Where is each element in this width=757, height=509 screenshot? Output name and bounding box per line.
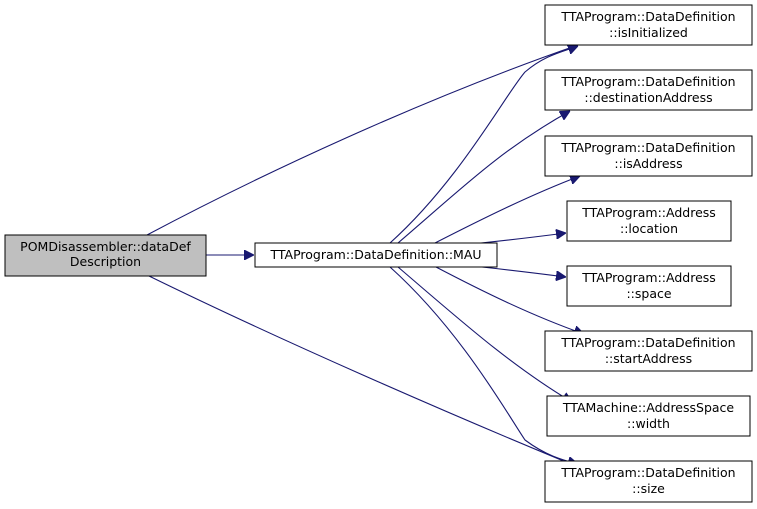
node-datadefinition-size[interactable]: TTAProgram::DataDefinition::size [544,460,753,503]
edge-mau-to-destinationaddress [397,111,570,244]
edge-mau-to-space [481,266,566,277]
node-datadefinition-mau[interactable]: TTAProgram::DataDefinition::MAU [254,242,498,268]
node-datadefinition-destinationaddress[interactable]: TTAProgram::DataDefinition::destinationA… [544,69,753,111]
edge-mau-to-size [389,266,578,464]
edge-mau-to-location [480,233,566,244]
node-datadefinition-isinitialized[interactable]: TTAProgram::DataDefinition::isInitialize… [544,4,753,46]
svg-text:TTAProgram::DataDefinition::is: TTAProgram::DataDefinition::isInitialize… [560,9,735,40]
edge-mau-to-startaddress [435,266,584,334]
svg-text:TTAProgram::DataDefinition::is: TTAProgram::DataDefinition::isAddress [560,140,735,171]
edge-mau-to-isaddress [434,176,580,244]
svg-text:TTAProgram::DataDefinition::de: TTAProgram::DataDefinition::destinationA… [560,74,735,105]
edges [146,45,584,467]
node-datadefinition-isaddress[interactable]: TTAProgram::DataDefinition::isAddress [544,135,753,177]
svg-text:TTAProgram::DataDefinition::st: TTAProgram::DataDefinition::startAddress [560,335,735,366]
svg-text:TTAProgram::DataDefinition::si: TTAProgram::DataDefinition::size [560,465,735,496]
node-datadefinition-startaddress[interactable]: TTAProgram::DataDefinition::startAddress [544,330,753,372]
edge-mau-to-width [397,266,572,402]
svg-text:TTAProgram::Address::space: TTAProgram::Address::space [581,270,716,301]
svg-text:TTAProgram::DataDefinition::MA: TTAProgram::DataDefinition::MAU [269,247,481,262]
svg-text:TTAProgram::Address::location: TTAProgram::Address::location [581,205,716,236]
node-address-space[interactable]: TTAProgram::Address::space [566,265,732,307]
edge-mau-to-isinitialized [389,46,578,244]
node-address-location[interactable]: TTAProgram::Address::location [566,200,732,242]
edge-root-to-size [148,275,578,467]
node-addressspace-width[interactable]: TTAMachine::AddressSpace::width [546,395,751,437]
edge-root-to-isinitialized [146,45,578,236]
svg-text:TTAMachine::AddressSpace::widt: TTAMachine::AddressSpace::width [562,400,735,431]
